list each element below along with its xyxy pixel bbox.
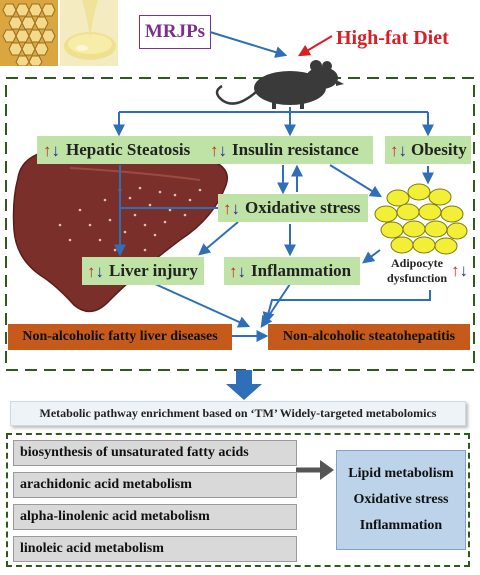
- adipocyte-label-line2: dysfunction: [386, 271, 448, 285]
- adipocyte-arrows: ↑↓: [451, 262, 468, 279]
- down-arrow-icon: ↓: [218, 140, 228, 160]
- liver-injury-box: ↑↓ Liver injury: [82, 257, 204, 285]
- insulin-resistance-box: ↑↓ Insulin resistance: [205, 136, 373, 164]
- pathway-label: arachidonic acid metabolism: [20, 477, 192, 492]
- pathway-label: biosynthesis of unsaturated fatty acids: [20, 445, 249, 460]
- pathway-row: alpha-linolenic acid metabolism: [13, 504, 297, 530]
- outcomes-box: Lipid metabolism Oxidative stress Inflam…: [336, 450, 466, 550]
- arrow-liverinjury-nafld: [154, 283, 251, 328]
- arrow-diet-mouse: [297, 35, 333, 57]
- high-fat-diet-label: High-fat Diet: [336, 27, 449, 49]
- arrow-insulin-adipocytes: [329, 164, 383, 198]
- down-arrow-icon: ↓: [51, 140, 61, 160]
- nash-label: Non-alcoholic steatohepatitis: [282, 329, 456, 344]
- outcome-label: Inflammation: [359, 518, 443, 533]
- arrow-adipocytes-inflammation: [362, 249, 381, 264]
- insulin-resistance-label: Insulin resistance: [232, 140, 359, 159]
- pathway-label: alpha-linolenic acid metabolism: [20, 509, 210, 524]
- obesity-box: ↑↓ Obesity: [385, 136, 471, 164]
- up-arrow-icon: ↑: [229, 261, 238, 281]
- up-arrow-icon: ↑: [223, 198, 232, 218]
- big-down-arrow: [226, 370, 262, 400]
- pathway-label: linoleic acid metabolism: [20, 541, 164, 556]
- hepatic-steatosis-label: Hepatic Steatosis: [66, 140, 191, 159]
- up-arrow-icon: ↑: [43, 140, 52, 160]
- arrow-oxidative-liverinjury: [198, 221, 239, 256]
- down-arrow-icon: ↓: [95, 261, 105, 281]
- nash-box: Non-alcoholic steatohepatitis: [268, 324, 470, 350]
- down-arrow-icon: ↓: [398, 140, 408, 160]
- mrjps-label: MRJPs: [144, 21, 206, 42]
- adipocyte-cluster: [374, 183, 468, 255]
- adipocyte-dysfunction-label: Adipocyte dysfunction: [384, 256, 450, 286]
- down-arrow-icon: ↓: [237, 261, 247, 281]
- royal-jelly-image: [60, 0, 118, 66]
- obesity-label: Obesity: [411, 140, 467, 159]
- oxidative-stress-label: Oxidative stress: [245, 198, 361, 217]
- mrjps-box: MRJPs: [139, 15, 211, 49]
- down-arrow-icon: ↓: [231, 198, 241, 218]
- inflammation-box: ↑↓ Inflammation: [224, 257, 360, 285]
- nafld-box: Non-alcoholic fatty liver diseases: [8, 324, 232, 350]
- metabolomics-title-box: Metabolic pathway enrichment based on ‘T…: [10, 401, 466, 426]
- pathway-row: arachidonic acid metabolism: [13, 472, 297, 498]
- honeycomb-image: [0, 0, 58, 66]
- outcome-label: Oxidative stress: [353, 492, 449, 507]
- liver-injury-label: Liver injury: [109, 261, 198, 280]
- inflammation-label: Inflammation: [251, 261, 352, 280]
- outcome-label: Lipid metabolism: [348, 466, 454, 481]
- up-arrow-icon: ↑: [451, 261, 460, 280]
- arrow-mrjps-mouse: [209, 31, 288, 58]
- down-arrow-icon: ↓: [459, 261, 469, 280]
- nafld-label: Non-alcoholic fatty liver diseases: [22, 329, 218, 344]
- up-arrow-icon: ↑: [390, 140, 399, 160]
- pathway-dashed-frame: [6, 433, 470, 567]
- pathway-row: biosynthesis of unsaturated fatty acids: [13, 440, 297, 466]
- hepatic-steatosis-box: ↑↓ Hepatic Steatosis: [37, 136, 219, 164]
- arrow-adipocyte-junction: [262, 290, 431, 325]
- pathway-row: linoleic acid metabolism: [13, 536, 297, 562]
- adipocyte-label-line1: Adipocyte: [391, 256, 443, 270]
- oxidative-stress-box: ↑↓ Oxidative stress: [218, 194, 368, 222]
- mouse-icon: [215, 60, 344, 109]
- up-arrow-icon: ↑: [210, 140, 219, 160]
- up-arrow-icon: ↑: [87, 261, 96, 281]
- metabolomics-title: Metabolic pathway enrichment based on ‘T…: [39, 406, 437, 420]
